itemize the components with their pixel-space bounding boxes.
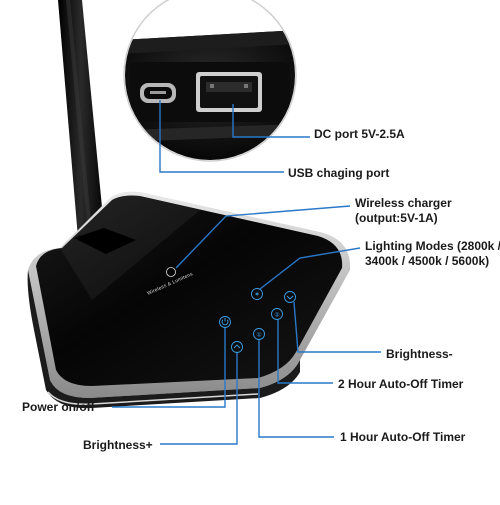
brightness-plus-label: Brightness+ xyxy=(83,438,153,452)
timer-1h-icon[interactable]: ① xyxy=(253,328,265,340)
lighting-modes-label: Lighting Modes (2800k / xyxy=(365,239,500,253)
brightness-minus-line xyxy=(293,301,381,353)
brightness-plus-icon[interactable] xyxy=(231,341,243,353)
brightness-minus-label: Brightness- xyxy=(386,347,453,361)
brightness-plus-line xyxy=(160,353,238,445)
micro-usb-port xyxy=(140,83,176,103)
power-icon[interactable] xyxy=(219,316,231,328)
brightness-minus-icon[interactable] xyxy=(284,291,296,303)
usb-port-line xyxy=(159,100,284,173)
callout-lines xyxy=(112,100,381,445)
lighting-modes-values: 3400k / 4500k / 5600k) xyxy=(365,254,490,268)
timer-2h-icon[interactable]: ② xyxy=(271,308,283,320)
wireless-line xyxy=(175,205,351,269)
timer-2h-line xyxy=(277,320,333,384)
wireless-charger-indicator-icon xyxy=(166,267,176,277)
timer-1h-line xyxy=(258,340,334,438)
lighting-mode-icon[interactable]: ✶ xyxy=(251,288,263,300)
power-line xyxy=(112,328,226,408)
svg-text:②: ② xyxy=(274,312,280,319)
wireless-output-label: (output:5V-1A) xyxy=(355,211,438,225)
lamp-base xyxy=(27,191,351,409)
timer-2h-label: 2 Hour Auto-Off Timer xyxy=(338,377,464,391)
dc-port-line xyxy=(232,104,310,138)
usb-a-port xyxy=(196,72,262,112)
dc-port-label: DC port 5V-2.5A xyxy=(314,127,405,141)
timer-1h-label: 1 Hour Auto-Off Timer xyxy=(340,430,466,444)
lighting-line xyxy=(259,247,361,290)
usb-port-label: USB chaging port xyxy=(288,166,390,180)
wireless-charger-label: Wireless charger xyxy=(355,196,452,210)
touch-controls: ✶ ② ① xyxy=(166,267,296,353)
svg-text:①: ① xyxy=(256,332,261,339)
svg-text:✶: ✶ xyxy=(254,291,260,299)
port-closeup-magnifier xyxy=(123,0,297,162)
power-label: Power on/off xyxy=(22,400,95,414)
